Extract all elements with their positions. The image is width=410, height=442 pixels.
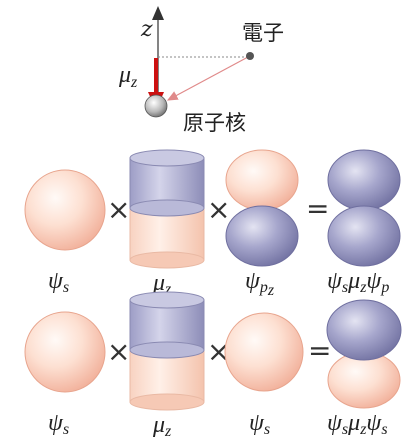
label-product-1: ψsμzψp bbox=[327, 268, 389, 296]
row-1-equation: × × = ψs μz ψpz ψsμzψp bbox=[24, 149, 401, 299]
mu-cylinder bbox=[129, 149, 205, 269]
equals-symbol: = bbox=[306, 192, 329, 225]
label-mu-z: μz bbox=[152, 270, 172, 298]
product-orbital-2 bbox=[326, 299, 402, 409]
electron-dot bbox=[246, 52, 254, 60]
label-psi-s: ψs bbox=[48, 268, 69, 296]
top-schematic: z μz 電子 原子核 bbox=[118, 6, 284, 135]
z-axis-label: z bbox=[140, 17, 153, 42]
psi-s-orbital-2 bbox=[224, 312, 304, 392]
label-product-2: ψsμzψs bbox=[327, 410, 388, 437]
psi-pz-orbital bbox=[225, 149, 299, 267]
nucleus-sphere bbox=[144, 94, 168, 118]
equals-symbol: = bbox=[308, 334, 331, 367]
psi-s-orbital bbox=[24, 311, 106, 393]
times-symbol: × bbox=[107, 335, 130, 368]
label-psi-pz: ψpz bbox=[245, 268, 275, 299]
z-axis-arrowhead-icon bbox=[152, 6, 164, 20]
product-orbital-1 bbox=[327, 149, 401, 267]
times-symbol: × bbox=[207, 335, 230, 368]
nucleus-label: 原子核 bbox=[183, 111, 246, 135]
label-psi-s-2: ψs bbox=[249, 410, 270, 437]
label-psi-s: ψs bbox=[48, 410, 69, 437]
label-mu-z: μz bbox=[152, 412, 172, 437]
mu-label: μz bbox=[118, 62, 138, 91]
times-symbol: × bbox=[107, 193, 130, 226]
psi-s-orbital bbox=[24, 169, 106, 251]
electron-label: 電子 bbox=[242, 21, 284, 45]
row-2-equation: × × = ψs μz ψs ψsμzψs bbox=[24, 291, 402, 440]
times-symbol: × bbox=[207, 193, 230, 226]
mu-cylinder bbox=[129, 291, 205, 411]
electron-nucleus-line bbox=[166, 56, 249, 101]
